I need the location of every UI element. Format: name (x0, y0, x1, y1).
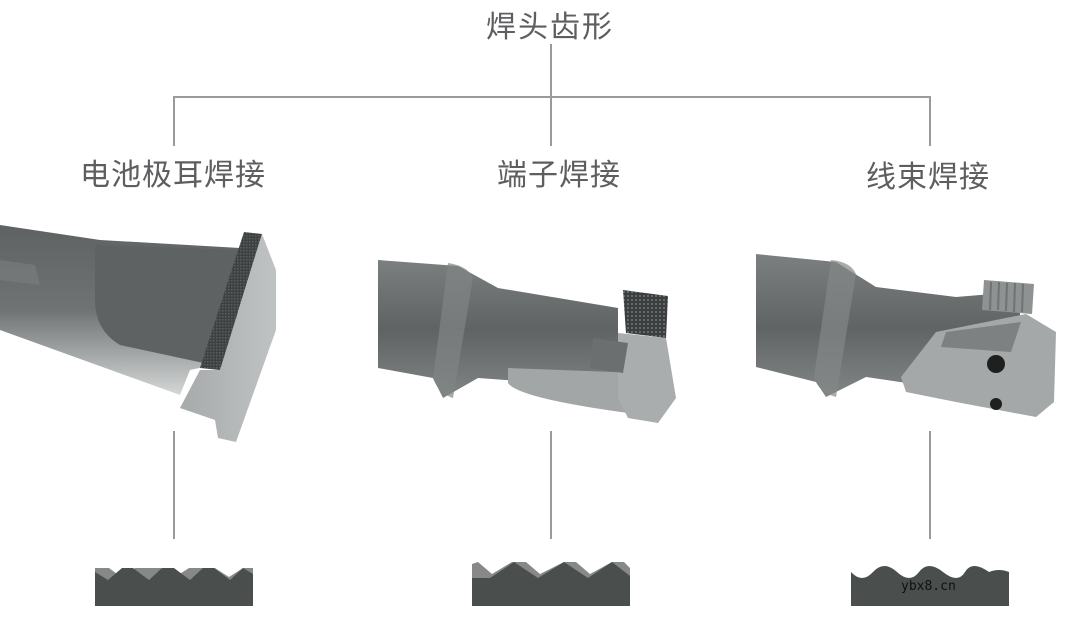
watermark-text: ybx8.cn (901, 579, 956, 594)
tooth-profile-terminal (472, 562, 630, 606)
profile-connector-right (929, 431, 931, 539)
branch-connector-right (929, 96, 931, 146)
branch-connector-left (173, 96, 175, 146)
terminal-horn-image (378, 260, 676, 423)
profile-connector-left (173, 431, 175, 539)
title-connector (550, 44, 552, 97)
battery-tab-horn-image (0, 225, 276, 442)
tooth-profile-battery-tab (95, 568, 253, 606)
branch-connector-center (550, 96, 552, 146)
label-wire-harness-welding: 线束焊接 (866, 160, 990, 195)
profile-connector-center (550, 431, 552, 539)
label-battery-tab-welding: 电池极耳焊接 (80, 158, 266, 193)
branch-bar (173, 96, 930, 98)
tooth-profile-wire-harness (851, 566, 1009, 606)
label-terminal-welding: 端子焊接 (497, 158, 621, 193)
diagram-title: 焊头齿形 (486, 10, 614, 45)
wire-harness-horn-image (756, 254, 1056, 417)
